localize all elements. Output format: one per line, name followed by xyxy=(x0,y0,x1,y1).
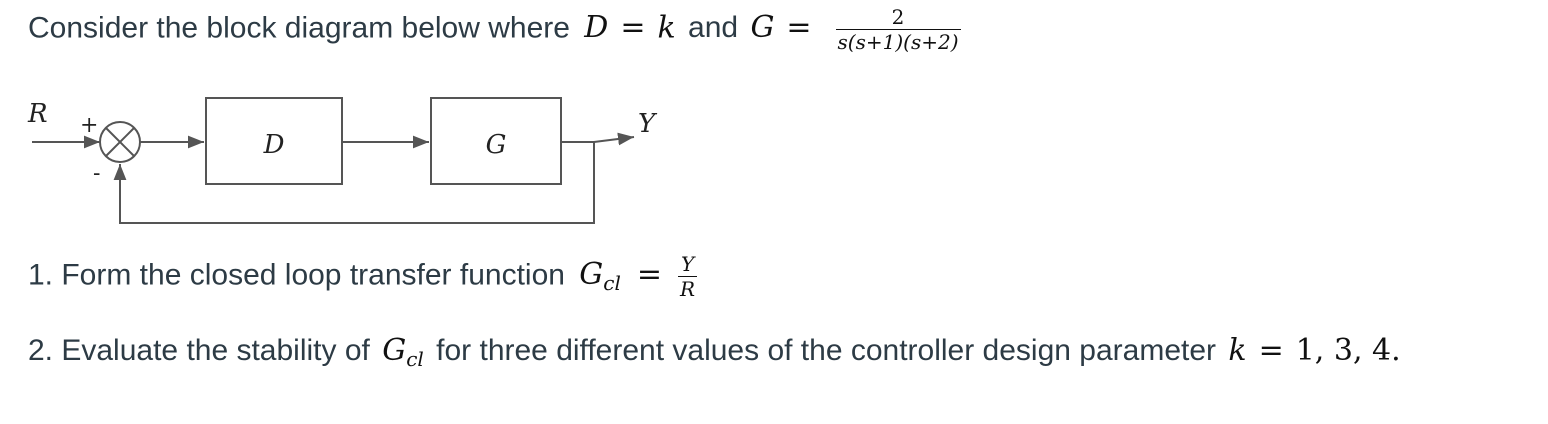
and-word: and xyxy=(688,11,739,45)
q2-gcl-g: G xyxy=(382,333,407,368)
q2-text-before: 2. Evaluate the stability of xyxy=(28,334,370,367)
q1-fraction-bar xyxy=(678,276,698,277)
q2-gcl-subscript: cl xyxy=(406,347,424,371)
equals-sign-2: = xyxy=(786,10,812,46)
g-transfer-fraction: 2 s(s+1)(s+2) xyxy=(835,5,961,54)
q2-k-symbol: k xyxy=(1228,333,1247,368)
g-numerator: 2 xyxy=(891,5,905,29)
equals-sign: = xyxy=(620,10,646,46)
q1-denominator: R xyxy=(680,277,696,301)
fraction-bar xyxy=(835,29,961,30)
k-values: 1, 3, 4. xyxy=(1295,333,1401,368)
q1-text: 1. Form the closed loop transfer functio… xyxy=(28,258,565,292)
intro-text: Consider the block diagram below where xyxy=(28,11,570,45)
y-over-r-fraction: Y R xyxy=(678,252,698,301)
q1-numerator: Y xyxy=(680,252,695,276)
block-d-label: D xyxy=(263,130,285,160)
g-symbol: G xyxy=(750,10,775,46)
k-symbol: k xyxy=(657,10,676,46)
q1-equals-sign: = xyxy=(636,257,663,293)
d-symbol: D xyxy=(584,10,609,46)
summing-junction xyxy=(99,121,141,163)
gcl-subscript: cl xyxy=(603,271,621,296)
intro-line: Consider the block diagram below where D… xyxy=(28,5,961,54)
q2-gcl-symbol: Gcl xyxy=(382,333,424,371)
question-2: 2. Evaluate the stability of Gcl for thr… xyxy=(28,333,1401,371)
q2-text-after: for three different values of the contro… xyxy=(436,334,1217,367)
g-denominator: s(s+1)(s+2) xyxy=(837,30,959,54)
block-g xyxy=(430,97,562,185)
gcl-g: G xyxy=(579,257,604,293)
output-arrow xyxy=(593,132,635,146)
block-diagram: R + - D G Y xyxy=(27,97,658,224)
block-d xyxy=(205,97,343,185)
block-g-label: G xyxy=(486,130,507,160)
plus-sign: + xyxy=(80,113,98,138)
output-label-y: Y xyxy=(638,109,658,139)
gcl-symbol: Gcl xyxy=(579,257,621,296)
q2-equals-sign: = xyxy=(1258,333,1284,368)
minus-sign: - xyxy=(93,161,100,186)
question-1: 1. Form the closed loop transfer functio… xyxy=(28,252,698,301)
input-label-r: R xyxy=(27,99,48,129)
feedback-path xyxy=(113,142,595,224)
